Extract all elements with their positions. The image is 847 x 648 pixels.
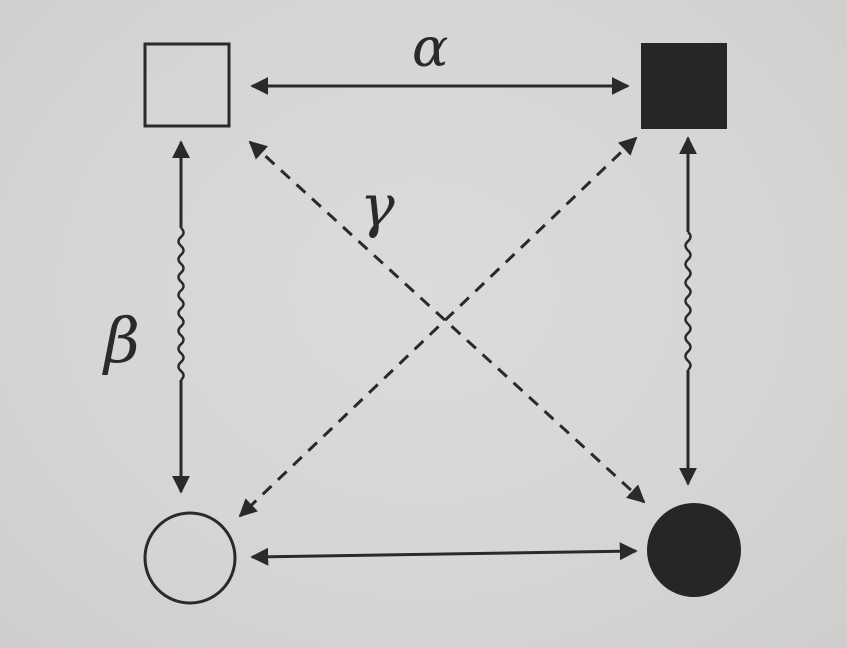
beta-wavy-arrow [172,140,190,494]
bottom-arrow [250,542,638,566]
right-wavy-arrow [679,136,697,486]
filled-square-node [641,43,727,129]
open-square-node [143,42,231,128]
filled-circle-node [647,503,741,597]
beta-label: β [102,304,140,377]
gamma-label: γ [360,172,395,240]
open-circle-node [143,511,237,605]
cross-dashed-arrow [238,136,638,518]
alpha-label: α [412,16,448,79]
